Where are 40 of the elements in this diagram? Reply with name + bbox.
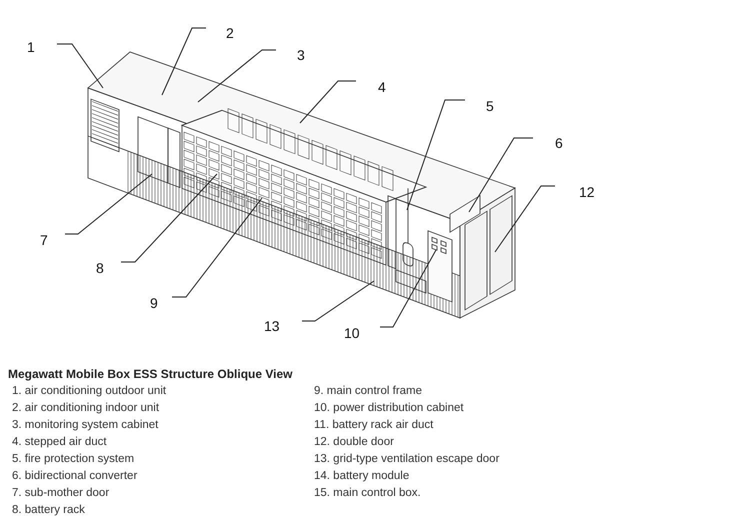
parts-list-item: 14. battery module [314, 469, 410, 483]
parts-list-item: 13. grid-type ventilation escape door [314, 452, 500, 466]
callout-number: 4 [378, 79, 386, 95]
leader-line [64, 174, 152, 234]
callout-number: 10 [344, 325, 360, 341]
parts-list-item: 8. battery rack [12, 503, 85, 517]
callout-number: 12 [579, 184, 595, 200]
parts-list-item: 6. bidirectional converter [12, 469, 138, 483]
leader-line [468, 138, 534, 212]
callout-number: 13 [264, 318, 280, 334]
leader-line [302, 280, 374, 322]
callout-number: 9 [150, 295, 158, 311]
leader-line [162, 28, 206, 96]
callout-number: 1 [27, 39, 35, 55]
parts-list-item: 7. sub-mother door [12, 486, 110, 500]
parts-list-title: Megawatt Mobile Box ESS Structure Oblique View [8, 367, 292, 381]
leader-line [120, 174, 218, 262]
parts-list-item: 3. monitoring system cabinet [12, 418, 158, 432]
parts-list-item: 12. double door [314, 435, 394, 449]
parts-list-item: 10. power distribution cabinet [314, 401, 464, 415]
parts-list-item: 9. main control frame [314, 384, 422, 398]
leader-line [300, 80, 356, 124]
callout-number: 5 [486, 98, 494, 114]
leader-line [494, 186, 556, 252]
parts-list-item: 2. air conditioning indoor unit [12, 401, 160, 415]
parts-list-item: 1. air conditioning outdoor unit [12, 384, 166, 398]
callout-number: 6 [555, 135, 563, 151]
parts-list-item: 15. main control box. [314, 486, 421, 500]
parts-list-item: 11. battery rack air duct [314, 418, 434, 432]
parts-list-item: 4. stepped air duct [12, 435, 107, 449]
callout-number: 8 [96, 260, 104, 276]
leader-line [198, 50, 276, 102]
callout-number: 3 [297, 47, 305, 63]
callout-number: 2 [226, 25, 234, 41]
leader-line [406, 100, 466, 210]
leader-line [172, 198, 262, 298]
leader-line [380, 250, 436, 328]
parts-list-item: 5. fire protection system [12, 452, 134, 466]
leader-line [56, 44, 104, 88]
callout-number: 7 [40, 232, 48, 248]
